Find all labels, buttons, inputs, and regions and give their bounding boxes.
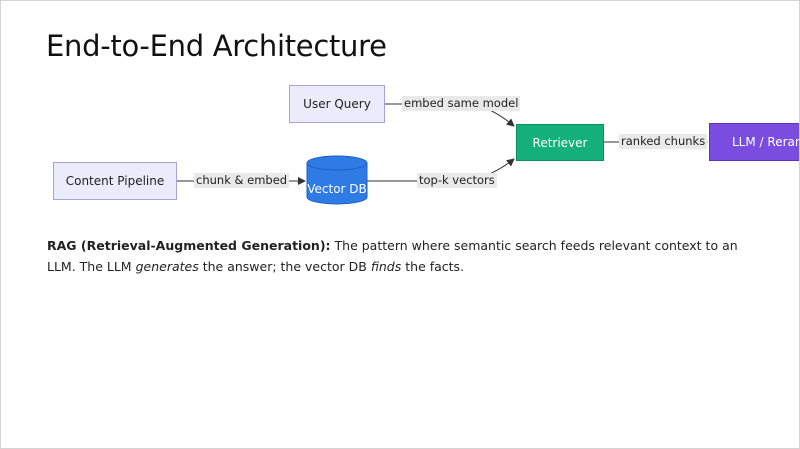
edge-label-ranked-chunks: ranked chunks — [619, 134, 708, 149]
caption-emph-generates: generates — [135, 259, 199, 274]
node-llm-reranker: LLM / Reranke — [709, 123, 799, 161]
node-user-query: User Query — [289, 85, 385, 123]
edge-label-top-k-vectors: top-k vectors — [417, 173, 497, 188]
rag-definition: RAG (Retrieval-Augmented Generation): Th… — [47, 235, 762, 277]
edge-label-embed-same-model: embed same model — [402, 96, 521, 111]
node-vector-db: Vector DB — [307, 182, 367, 196]
vector-db-cylinder — [306, 155, 368, 205]
node-retriever: Retriever — [516, 124, 604, 161]
rag-term: RAG (Retrieval-Augmented Generation): — [47, 238, 331, 253]
caption-text-1: The pattern where semantic search feeds … — [47, 238, 738, 274]
caption-emph-finds: finds — [370, 259, 402, 274]
caption-text-3: the facts. — [401, 259, 465, 274]
slide-title: End-to-End Architecture — [46, 29, 387, 63]
caption-text-2: the answer; the vector DB — [198, 259, 371, 274]
edge-label-chunk-embed: chunk & embed — [194, 173, 290, 188]
node-content-pipeline: Content Pipeline — [53, 162, 177, 200]
